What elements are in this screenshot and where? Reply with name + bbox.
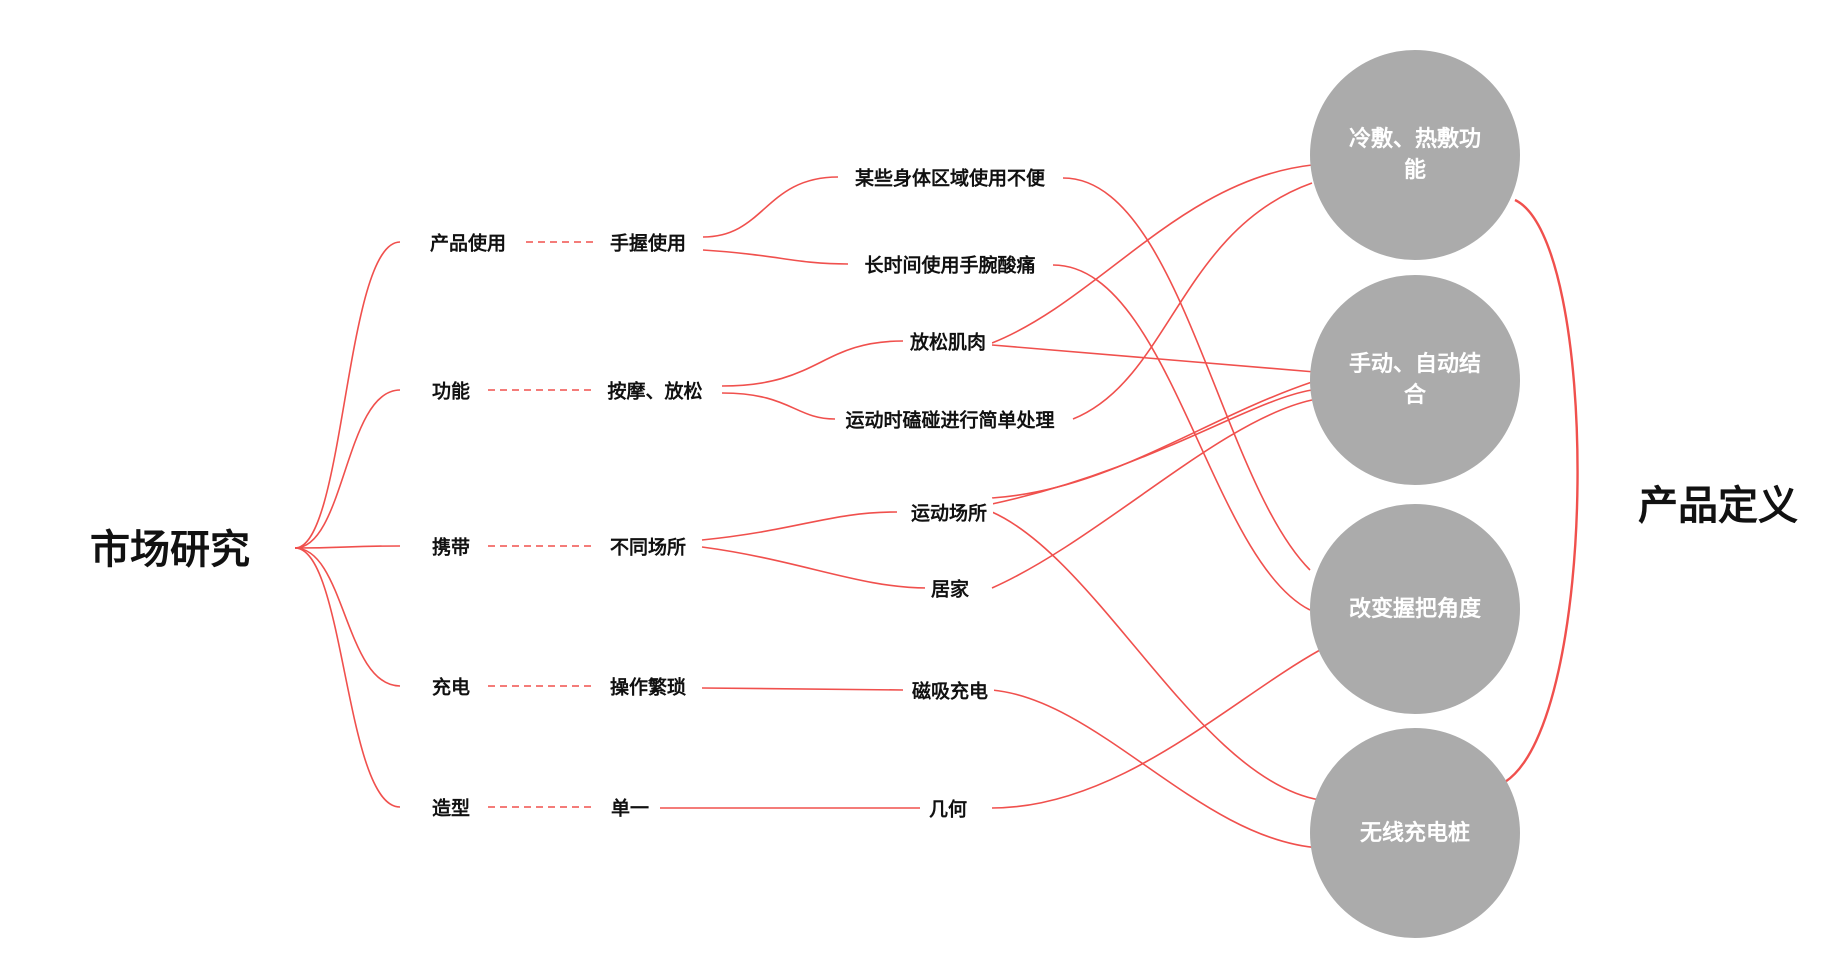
definition-label-manual-auto: 手动、自动结合 bbox=[1348, 352, 1481, 408]
left-root-title: 市场研究 bbox=[90, 527, 250, 573]
issue-massage-relax: 按摩、放松 bbox=[601, 376, 709, 404]
need-relax-muscle: 放松肌肉 bbox=[903, 327, 993, 355]
link-root-category-5 bbox=[294, 547, 401, 808]
link-issue-need-1 bbox=[702, 176, 839, 238]
link-root-category-1 bbox=[294, 241, 401, 549]
definition-bracket-line bbox=[1504, 198, 1579, 784]
need-body-area: 某些身体区域使用不便 bbox=[848, 163, 1052, 191]
definition-circle-hot-cold: 冷敷、热敷功能 bbox=[1310, 50, 1520, 260]
link-need-definition-f bbox=[991, 381, 1313, 499]
definition-label-wireless-charger: 无线充电桩 bbox=[1359, 820, 1470, 846]
need-geometric: 几何 bbox=[922, 794, 974, 822]
link-need-definition-c bbox=[991, 164, 1313, 344]
need-sport-venue: 运动场所 bbox=[904, 498, 994, 526]
definition-circle-wireless-charger: 无线充电桩 bbox=[1310, 728, 1520, 938]
link-need-definition-j bbox=[991, 689, 1321, 849]
link-need-definition-h bbox=[991, 511, 1321, 801]
link-root-category-3 bbox=[294, 545, 401, 549]
link-need-definition-a bbox=[1062, 177, 1311, 571]
link-issue-need-5 bbox=[701, 511, 898, 541]
link-issue-need-6 bbox=[701, 546, 928, 589]
link-need-definition-k bbox=[991, 649, 1321, 809]
need-magnetic-charging: 磁吸充电 bbox=[905, 676, 995, 704]
link-need-definition-g bbox=[991, 389, 1313, 505]
need-wrist-ache: 长时间使用手腕酸痛 bbox=[858, 250, 1042, 278]
category-product-use: 产品使用 bbox=[423, 228, 513, 256]
link-need-definition-e bbox=[1072, 182, 1313, 420]
category-shape: 造型 bbox=[425, 793, 477, 821]
link-root-category-2 bbox=[294, 389, 401, 549]
need-sport-injury: 运动时磕碰进行简单处理 bbox=[839, 405, 1061, 433]
link-issue-need-2 bbox=[702, 249, 849, 265]
category-charging: 充电 bbox=[425, 672, 477, 700]
definition-circle-grip-angle: 改变握把角度 bbox=[1310, 504, 1520, 714]
link-need-definition-b bbox=[1052, 264, 1311, 611]
link-need-definition-d bbox=[991, 344, 1316, 373]
issue-different-places: 不同场所 bbox=[603, 532, 693, 560]
category-portability: 携带 bbox=[425, 532, 477, 560]
issue-monotonous: 单一 bbox=[604, 793, 656, 821]
definition-label-hot-cold: 冷敷、热敷功能 bbox=[1348, 127, 1481, 183]
link-need-definition-i bbox=[991, 399, 1313, 589]
link-issue-need-4 bbox=[721, 392, 836, 420]
link-root-category-4 bbox=[294, 547, 401, 687]
link-issue-need-7 bbox=[701, 687, 904, 691]
definition-circle-manual-auto: 手动、自动结合 bbox=[1310, 275, 1520, 485]
issue-complex-operation: 操作繁琐 bbox=[603, 672, 693, 700]
category-function: 功能 bbox=[425, 376, 477, 404]
definition-label-grip-angle: 改变握把角度 bbox=[1348, 596, 1481, 622]
link-issue-need-3 bbox=[721, 340, 904, 387]
right-root-title: 产品定义 bbox=[1638, 483, 1798, 529]
issue-handheld-use: 手握使用 bbox=[603, 228, 693, 256]
need-home: 居家 bbox=[924, 574, 976, 602]
